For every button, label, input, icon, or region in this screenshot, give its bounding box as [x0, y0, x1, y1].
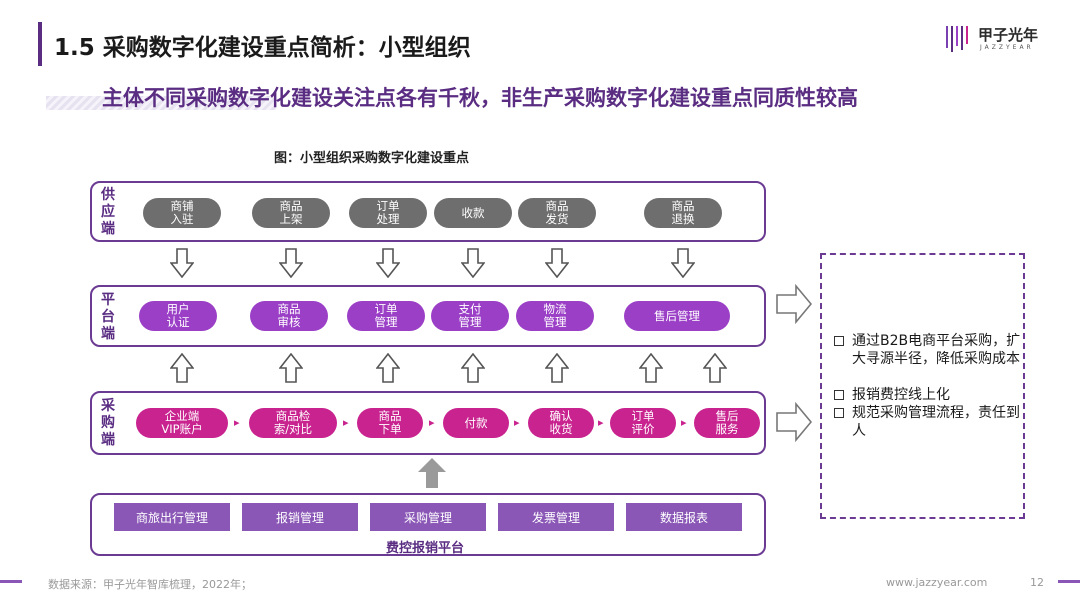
purchase-step: 订单 评价 — [610, 408, 676, 438]
purchase-step: 商品检 索/对比 — [249, 408, 337, 438]
down-arrow-icon — [170, 248, 194, 278]
footer-accent-left — [0, 580, 22, 583]
process-arrow-icon: ▸ — [598, 416, 604, 429]
platform-item: 商品 审核 — [250, 301, 328, 331]
platform-layer-label: 平台端 — [101, 292, 115, 342]
right-arrow-icon — [776, 403, 812, 441]
process-arrow-icon: ▸ — [343, 416, 349, 429]
down-arrow-icon — [671, 248, 695, 278]
platform-item: 售后管理 — [624, 301, 730, 331]
footer-source: 数据来源：甲子光年智库梳理，2022年； — [48, 578, 252, 591]
page-subtitle: 主体不同采购数字化建设关注点各有千秋，非生产采购数字化建设重点同质性较高 — [102, 86, 858, 110]
process-arrow-icon: ▸ — [234, 416, 240, 429]
page-title: 1.5 采购数字化建设重点简析：小型组织 — [54, 35, 471, 61]
logo-name: 甲子光年 — [978, 26, 1039, 44]
purchase-layer-label: 采购端 — [101, 398, 115, 448]
page-number: 12 — [1030, 576, 1044, 589]
up-arrow-icon — [545, 353, 569, 383]
supply-item: 收款 — [434, 198, 512, 228]
down-arrow-icon — [279, 248, 303, 278]
right-arrow-icon — [776, 285, 812, 323]
side-note-text: 通过B2B电商平台采购，扩大寻源半径，降低采购成本 — [852, 333, 1021, 367]
down-arrow-icon — [461, 248, 485, 278]
purchase-step: 商品 下单 — [357, 408, 423, 438]
supply-item: 商铺 入驻 — [143, 198, 221, 228]
platform-item: 用户 认证 — [139, 301, 217, 331]
checkbox-icon — [834, 336, 844, 346]
purchase-step: 企业端 VIP账户 — [136, 408, 228, 438]
fee-item: 商旅出行管理 — [114, 503, 230, 531]
platform-item: 物流 管理 — [516, 301, 594, 331]
fee-item: 报销管理 — [242, 503, 358, 531]
purchase-step: 付款 — [443, 408, 509, 438]
process-arrow-icon: ▸ — [514, 416, 520, 429]
checkbox-icon — [834, 390, 844, 400]
side-notes-box — [820, 253, 1025, 519]
jazzyear-logo-icon — [946, 26, 968, 52]
supply-item: 商品 上架 — [252, 198, 330, 228]
purchase-step: 售后 服务 — [694, 408, 760, 438]
side-note-text: 规范采购管理流程，责任到人 — [852, 405, 1020, 439]
side-note: 报销费控线上化 — [834, 386, 1022, 404]
figure-title: 图：小型组织采购数字化建设重点 — [274, 151, 470, 166]
down-arrow-icon — [376, 248, 400, 278]
side-note: 规范采购管理流程，责任到人 — [834, 404, 1022, 440]
supply-item: 订单 处理 — [349, 198, 427, 228]
side-note: 通过B2B电商平台采购，扩大寻源半径，降低采购成本 — [834, 332, 1022, 368]
down-arrow-icon — [545, 248, 569, 278]
process-arrow-icon: ▸ — [681, 416, 687, 429]
up-arrow-icon — [376, 353, 400, 383]
side-note-text: 报销费控线上化 — [852, 387, 950, 403]
fee-item: 发票管理 — [498, 503, 614, 531]
logo-subtitle: JAZZYEAR — [980, 44, 1034, 51]
up-arrow-icon — [703, 353, 727, 383]
title-accent-bar — [38, 22, 42, 66]
up-arrow-icon — [461, 353, 485, 383]
up-arrow-icon — [639, 353, 663, 383]
fee-up-arrow-icon — [418, 458, 446, 488]
platform-item: 订单 管理 — [347, 301, 425, 331]
footer-url[interactable]: www.jazzyear.com — [886, 576, 988, 589]
fee-platform-label: 费控报销平台 — [386, 541, 465, 556]
platform-item: 支付 管理 — [431, 301, 509, 331]
checkbox-icon — [834, 408, 844, 418]
up-arrow-icon — [170, 353, 194, 383]
subtitle-decoration — [46, 96, 276, 110]
supply-item: 商品 发货 — [518, 198, 596, 228]
footer-accent-right — [1058, 580, 1080, 583]
up-arrow-icon — [279, 353, 303, 383]
purchase-step: 确认 收货 — [528, 408, 594, 438]
fee-item: 数据报表 — [626, 503, 742, 531]
fee-item: 采购管理 — [370, 503, 486, 531]
supply-item: 商品 退换 — [644, 198, 722, 228]
supply-layer-label: 供应端 — [101, 187, 115, 237]
process-arrow-icon: ▸ — [429, 416, 435, 429]
